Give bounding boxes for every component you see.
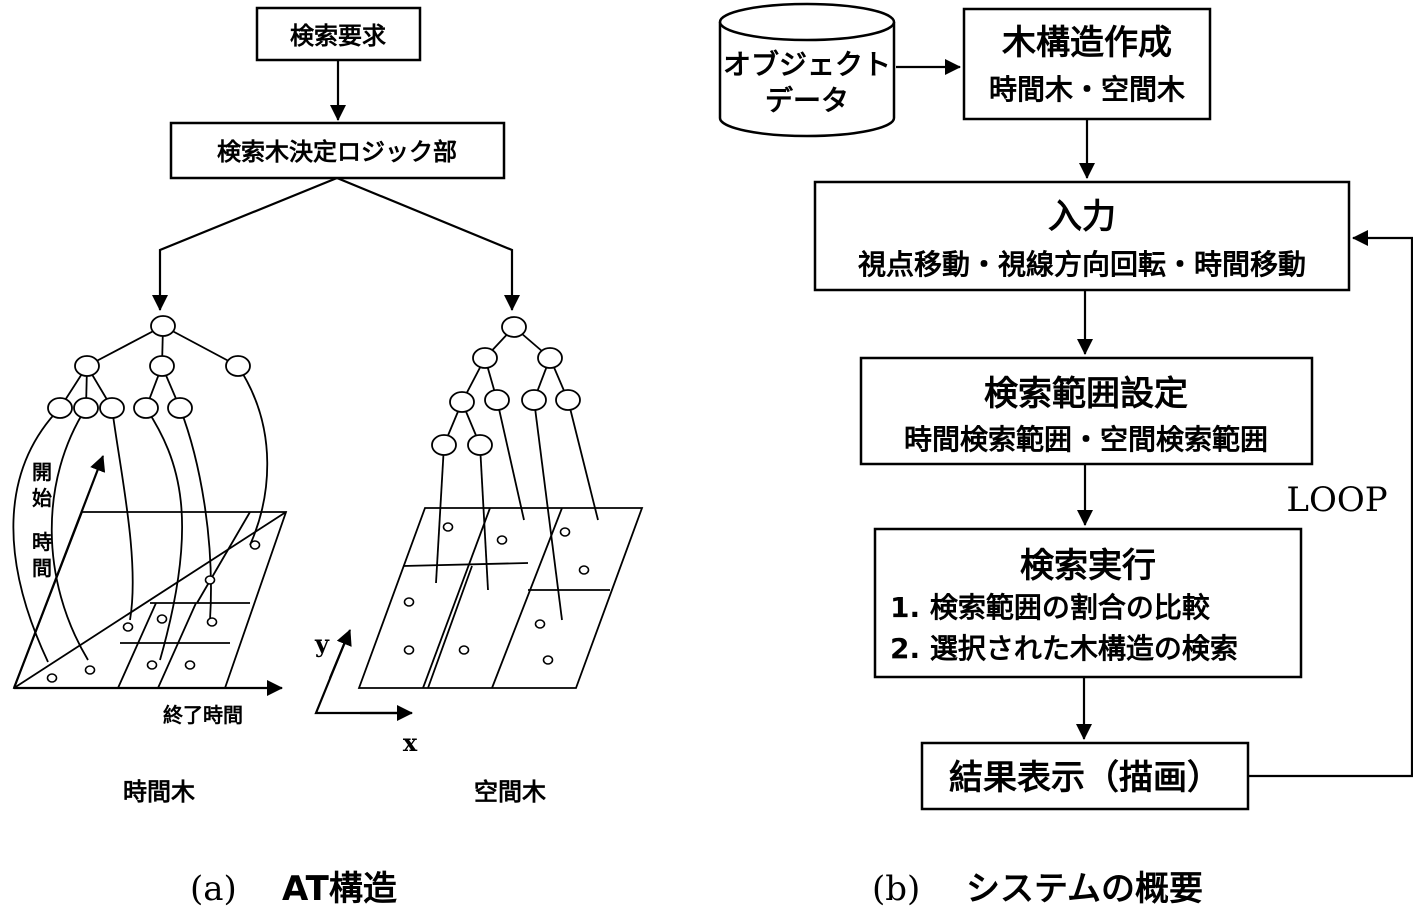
caption-b-prefix: (b)	[872, 869, 920, 909]
data-point	[122, 622, 134, 632]
search-exec-title: 検索実行	[1020, 546, 1156, 586]
caption-a: (a) AT構造	[190, 869, 397, 909]
logic-unit-box: 検索木決定ロジック部	[169, 121, 506, 180]
search-exec-step1: 1. 検索範囲の割合の比較	[890, 591, 1211, 624]
tree-node	[484, 389, 510, 411]
data-point	[403, 645, 415, 655]
data-point	[156, 614, 168, 624]
data-point	[534, 619, 546, 629]
logic-unit-label: 検索木決定ロジック部	[217, 138, 457, 166]
data-point	[442, 522, 454, 532]
caption-b-text: システムの概要	[966, 869, 1203, 909]
data-point	[496, 535, 508, 545]
data-point	[146, 660, 158, 670]
start-time-axis-arrow	[12, 455, 106, 689]
tree-node	[501, 316, 527, 338]
range-setting-title: 検索範囲設定	[984, 374, 1188, 414]
y-axis-label: y	[314, 629, 330, 658]
tree-node	[555, 389, 581, 411]
input-sub: 視点移動・視線方向回転・時間移動	[858, 248, 1306, 281]
start-time-axis-label: 開 始 時 間	[32, 460, 52, 580]
space-plane	[357, 507, 644, 689]
input-box: 入力 視点移動・視線方向回転・時間移動	[813, 180, 1351, 292]
y-axis-arrow	[328, 629, 352, 679]
build-tree-title: 木構造作成	[1001, 23, 1172, 63]
tree-node	[225, 355, 251, 377]
search-request-box: 検索要求	[255, 6, 422, 62]
data-point	[206, 617, 218, 627]
time-tree-nodes	[47, 315, 251, 419]
result-label: 結果表示（描画）	[949, 758, 1221, 798]
search-request-label: 検索要求	[290, 22, 386, 50]
arrow-to-space-tree	[336, 176, 520, 311]
tree-node	[472, 347, 498, 369]
svg-text:始: 始	[32, 486, 52, 510]
data-point	[559, 527, 571, 537]
tree-node	[73, 397, 99, 419]
space-tree-nodes	[431, 316, 581, 456]
tree-node	[167, 397, 193, 419]
range-setting-sub: 時間検索範囲・空間検索範囲	[904, 423, 1268, 456]
svg-text:オブジェクト: オブジェクト	[723, 48, 891, 81]
data-point	[84, 665, 96, 675]
svg-text:間: 間	[32, 556, 52, 580]
range-setting-box: 検索範囲設定 時間検索範囲・空間検索範囲	[859, 356, 1314, 466]
caption-b: (b) システムの概要	[872, 869, 1203, 909]
loop-arrow	[1248, 230, 1413, 778]
svg-text:時: 時	[32, 530, 52, 554]
time-plane	[12, 511, 288, 689]
data-point	[249, 540, 261, 550]
space-tree-label: 空間木	[474, 778, 547, 806]
data-point	[204, 575, 216, 585]
xy-axes-line	[314, 631, 410, 715]
time-tree-label: 時間木	[123, 778, 196, 806]
tree-node	[431, 434, 457, 456]
tree-node	[149, 355, 175, 377]
build-tree-sub: 時間木・空間木	[989, 73, 1185, 106]
tree-node	[537, 347, 563, 369]
tree-node	[150, 315, 176, 337]
data-point	[403, 597, 415, 607]
caption-a-text: AT構造	[282, 869, 397, 909]
result-box: 結果表示（描画）	[920, 741, 1250, 811]
build-tree-box: 木構造作成 時間木・空間木	[962, 7, 1212, 121]
svg-text:開: 開	[32, 460, 52, 484]
x-axis-label: x	[403, 728, 418, 757]
search-exec-box: 検索実行 1. 検索範囲の割合の比較 2. 選択された木構造の検索	[873, 527, 1303, 679]
tree-node	[467, 434, 493, 456]
data-point	[458, 645, 470, 655]
data-point	[184, 660, 196, 670]
tree-node	[74, 355, 100, 377]
tree-node	[47, 397, 73, 419]
tree-node	[521, 389, 547, 411]
data-point	[578, 565, 590, 575]
arrow-to-time-tree	[152, 176, 338, 311]
object-data-cylinder: オブジェクト データ	[718, 2, 896, 138]
space-tree-edges	[435, 326, 599, 621]
tree-node	[449, 391, 475, 413]
input-title: 入力	[1048, 197, 1116, 237]
svg-text:データ: データ	[765, 84, 849, 117]
loop-label: LOOP	[1286, 480, 1387, 520]
data-point	[46, 673, 58, 683]
search-exec-step2: 2. 選択された木構造の検索	[890, 632, 1238, 665]
tree-node	[133, 397, 159, 419]
caption-a-prefix: (a)	[190, 869, 237, 909]
tree-node	[99, 397, 125, 419]
data-point	[542, 655, 554, 665]
end-time-axis-label: 終了時間	[163, 703, 243, 727]
